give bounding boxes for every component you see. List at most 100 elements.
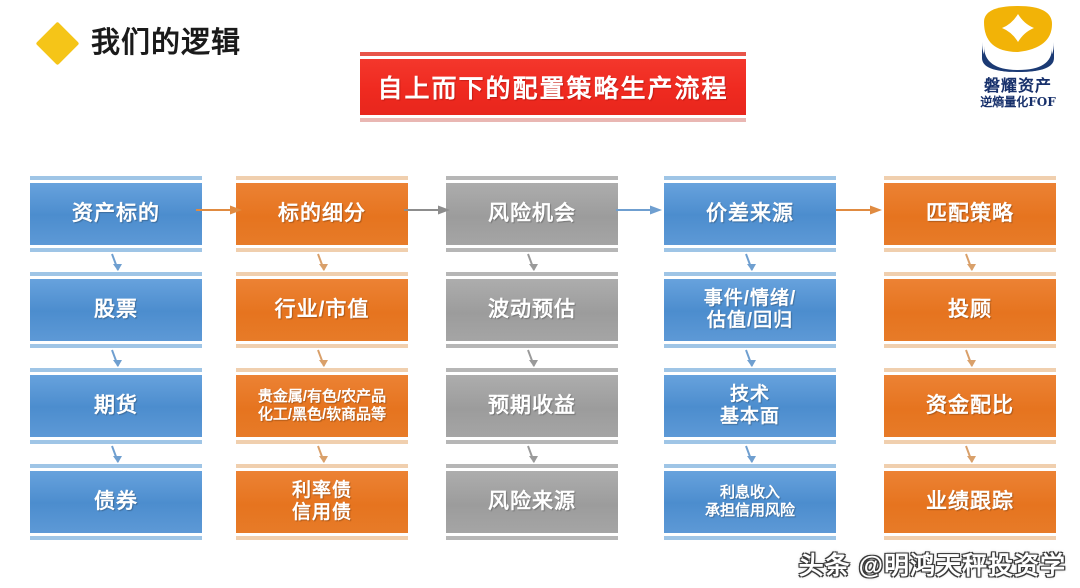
node-label: 债券: [94, 490, 138, 514]
node-bottom-rule: [884, 440, 1056, 444]
down-arrow-icon: [736, 348, 764, 374]
node-top-rule: [30, 176, 202, 180]
down-arrow-icon: [956, 348, 984, 374]
node-label: 股票: [94, 298, 138, 322]
down-arrow-icon: [956, 444, 984, 470]
node-bottom-rule: [446, 248, 618, 252]
node-label: 行业/市值: [274, 298, 370, 322]
down-arrow-icon: [518, 252, 546, 278]
flow-node-2-3[interactable]: 贵金属/有色/农产品 化工/黑色/软商品等: [236, 368, 408, 444]
flow-node-3-4[interactable]: 风险来源: [446, 464, 618, 540]
right-arrow-icon-1: [196, 200, 242, 220]
node-label: 资金配比: [926, 394, 1014, 418]
flow-node-5-2[interactable]: 投顾: [884, 272, 1056, 348]
node-top-rule: [446, 464, 618, 468]
page-title: 我们的逻辑: [91, 27, 242, 59]
node-label: 资产标的: [72, 202, 160, 226]
node-top-rule: [236, 368, 408, 372]
down-arrow-icon: [736, 252, 764, 278]
flow-node-2-1[interactable]: 标的细分: [236, 176, 408, 252]
company-logo: 磐耀资产 逆熵量化FOF: [964, 2, 1072, 109]
down-arrow-icon: [102, 348, 130, 374]
flow-node-2-2[interactable]: 行业/市值: [236, 272, 408, 348]
node-top-rule: [446, 272, 618, 276]
node-label: 预期收益: [488, 394, 576, 418]
node-body: 债券: [30, 471, 202, 533]
flow-node-3-3[interactable]: 预期收益: [446, 368, 618, 444]
down-arrow-icon: [736, 444, 764, 470]
node-top-rule: [30, 464, 202, 468]
down-arrow-icon: [102, 252, 130, 278]
node-label: 价差来源: [706, 202, 794, 226]
node-label: 利息收入 承担信用风险: [704, 484, 795, 519]
node-bottom-rule: [236, 440, 408, 444]
node-body: 预期收益: [446, 375, 618, 437]
flow-node-5-1[interactable]: 匹配策略: [884, 176, 1056, 252]
flow-node-5-4[interactable]: 业绩跟踪: [884, 464, 1056, 540]
right-arrow-icon-2: [404, 200, 450, 220]
flow-node-1-1[interactable]: 资产标的: [30, 176, 202, 252]
node-bottom-rule: [30, 536, 202, 540]
flow-node-4-3[interactable]: 技术 基本面: [664, 368, 836, 444]
watermark-text: 头条 @明鸿天秤投资学: [798, 552, 1066, 580]
flow-node-3-1[interactable]: 风险机会: [446, 176, 618, 252]
flow-node-1-3[interactable]: 期货: [30, 368, 202, 444]
node-bottom-rule: [446, 344, 618, 348]
node-body: 标的细分: [236, 183, 408, 245]
node-body: 资金配比: [884, 375, 1056, 437]
node-body: 资产标的: [30, 183, 202, 245]
node-body: 价差来源: [664, 183, 836, 245]
node-top-rule: [664, 464, 836, 468]
node-top-rule: [236, 272, 408, 276]
node-top-rule: [664, 176, 836, 180]
node-top-rule: [30, 272, 202, 276]
flow-node-4-1[interactable]: 价差来源: [664, 176, 836, 252]
flow-node-3-2[interactable]: 波动预估: [446, 272, 618, 348]
node-bottom-rule: [446, 536, 618, 540]
node-body: 贵金属/有色/农产品 化工/黑色/软商品等: [236, 375, 408, 437]
node-top-rule: [236, 176, 408, 180]
flow-node-2-4[interactable]: 利率债 信用债: [236, 464, 408, 540]
node-bottom-rule: [236, 248, 408, 252]
flow-node-1-2[interactable]: 股票: [30, 272, 202, 348]
node-label: 利率债 信用债: [291, 480, 352, 523]
node-bottom-rule: [884, 248, 1056, 252]
down-arrow-icon: [308, 348, 336, 374]
flow-node-1-4[interactable]: 债券: [30, 464, 202, 540]
banner-top-rule: [360, 52, 746, 56]
node-body: 利息收入 承担信用风险: [664, 471, 836, 533]
node-body: 期货: [30, 375, 202, 437]
banner-body: 自上而下的配置策略生产流程: [360, 59, 746, 115]
down-arrow-icon: [102, 444, 130, 470]
page-header: 我们的逻辑: [35, 21, 242, 66]
node-top-rule: [884, 464, 1056, 468]
node-body: 风险机会: [446, 183, 618, 245]
node-label: 事件/情绪/ 估值/回归: [703, 288, 797, 331]
banner-bottom-rule: [360, 118, 746, 122]
down-arrow-icon: [956, 252, 984, 278]
node-bottom-rule: [884, 536, 1056, 540]
node-bottom-rule: [664, 536, 836, 540]
node-top-rule: [884, 368, 1056, 372]
node-body: 利率债 信用债: [236, 471, 408, 533]
flow-node-4-4[interactable]: 利息收入 承担信用风险: [664, 464, 836, 540]
node-top-rule: [446, 176, 618, 180]
logo-tagline: 逆熵量化FOF: [980, 94, 1056, 109]
node-bottom-rule: [236, 344, 408, 348]
node-label: 业绩跟踪: [926, 490, 1014, 514]
node-bottom-rule: [30, 248, 202, 252]
node-bottom-rule: [446, 440, 618, 444]
node-bottom-rule: [30, 344, 202, 348]
node-body: 行业/市值: [236, 279, 408, 341]
logo-mark-icon: [982, 4, 1054, 72]
node-label: 贵金属/有色/农产品 化工/黑色/软商品等: [257, 388, 387, 423]
node-body: 事件/情绪/ 估值/回归: [664, 279, 836, 341]
node-bottom-rule: [664, 440, 836, 444]
flow-node-5-3[interactable]: 资金配比: [884, 368, 1056, 444]
node-body: 业绩跟踪: [884, 471, 1056, 533]
node-body: 波动预估: [446, 279, 618, 341]
node-bottom-rule: [664, 344, 836, 348]
flow-node-4-2[interactable]: 事件/情绪/ 估值/回归: [664, 272, 836, 348]
node-bottom-rule: [30, 440, 202, 444]
logo-company-name: 磐耀资产: [983, 76, 1052, 95]
